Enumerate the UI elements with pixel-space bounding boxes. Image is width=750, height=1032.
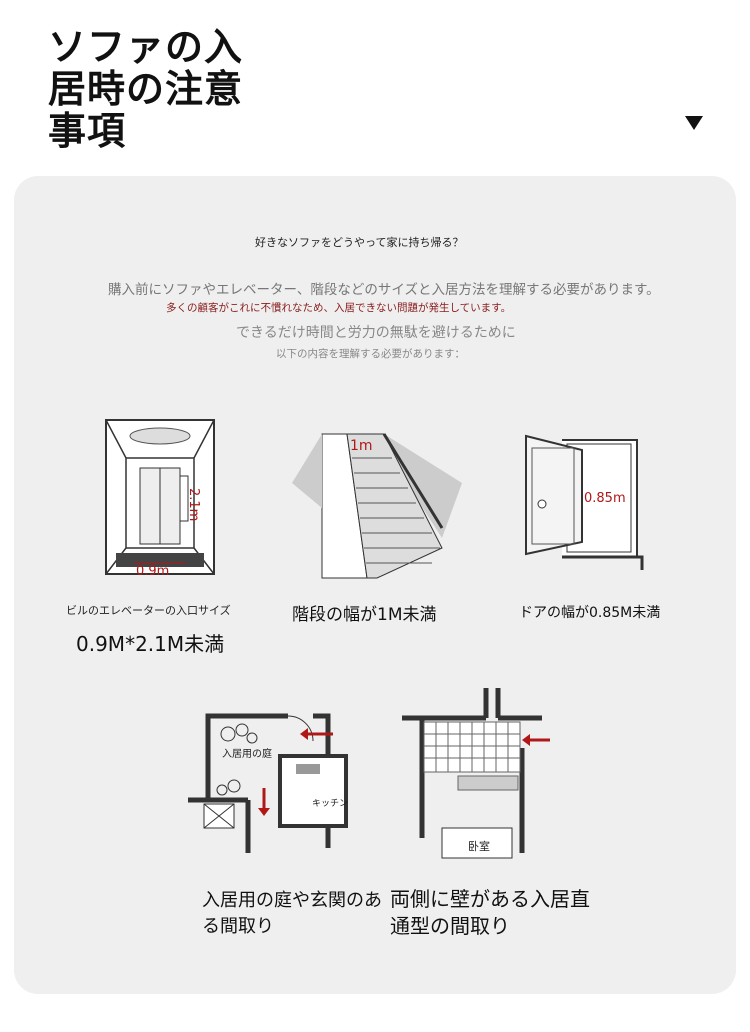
intro-line: 購入前にソファやエレベーター、階段などのサイズと入居方法を理解する必要があります… xyxy=(108,282,660,298)
content-card xyxy=(14,176,736,994)
stairs-width-label: 1m xyxy=(350,438,373,454)
bedroom-label: 卧室 xyxy=(468,839,490,853)
stairs-caption: 階段の幅が1M未満 xyxy=(292,605,437,625)
kitchen-label: キッチン xyxy=(312,798,348,809)
intro-line: 以下の内容を理解する必要があります： xyxy=(276,348,465,360)
elevator-width-label: 0.9m xyxy=(136,564,169,578)
elevator-size-caption: 0.9M*2.1M未満 xyxy=(76,632,225,656)
garden-label: 入居用の庭 xyxy=(222,747,272,760)
title-line: 居時の注意 xyxy=(48,67,244,111)
stairs-illustration: 1m xyxy=(292,433,462,579)
elevator-illustration: 2.1m 0.9m xyxy=(105,419,215,578)
direct-floorplan-illustration: 卧室 xyxy=(402,688,550,859)
garden-floorplan-illustration: 入居用の庭 キッチン xyxy=(188,713,348,853)
elevator-caption: ビルのエレベーターの入口サイズ xyxy=(66,604,231,617)
garden-caption: 入居用の庭や玄関のある間取り xyxy=(202,890,382,937)
question-text: 好きなソファをどうやって家に持ち帰る？ xyxy=(255,236,464,249)
page-title: ソファの入 居時の注意 事項 xyxy=(48,26,248,152)
title-line: 事項 xyxy=(48,109,127,153)
door-caption: ドアの幅が0.85M未満 xyxy=(519,605,661,621)
intro-line: できるだけ時間と労力の無駄を避けるために xyxy=(236,325,516,341)
door-illustration: 0.85m xyxy=(525,434,644,570)
elevator-height-label: 2.1m xyxy=(186,488,201,521)
title-line: ソファの入 xyxy=(48,25,244,69)
dropdown-triangle-icon[interactable] xyxy=(685,116,703,130)
door-width-label: 0.85m xyxy=(584,491,626,506)
direct-caption: 両側に壁がある入居直通型の間取り xyxy=(390,887,590,938)
warning-line: 多くの顧客がこれに不慣れなため、入居できない問題が発生しています。 xyxy=(166,302,512,314)
